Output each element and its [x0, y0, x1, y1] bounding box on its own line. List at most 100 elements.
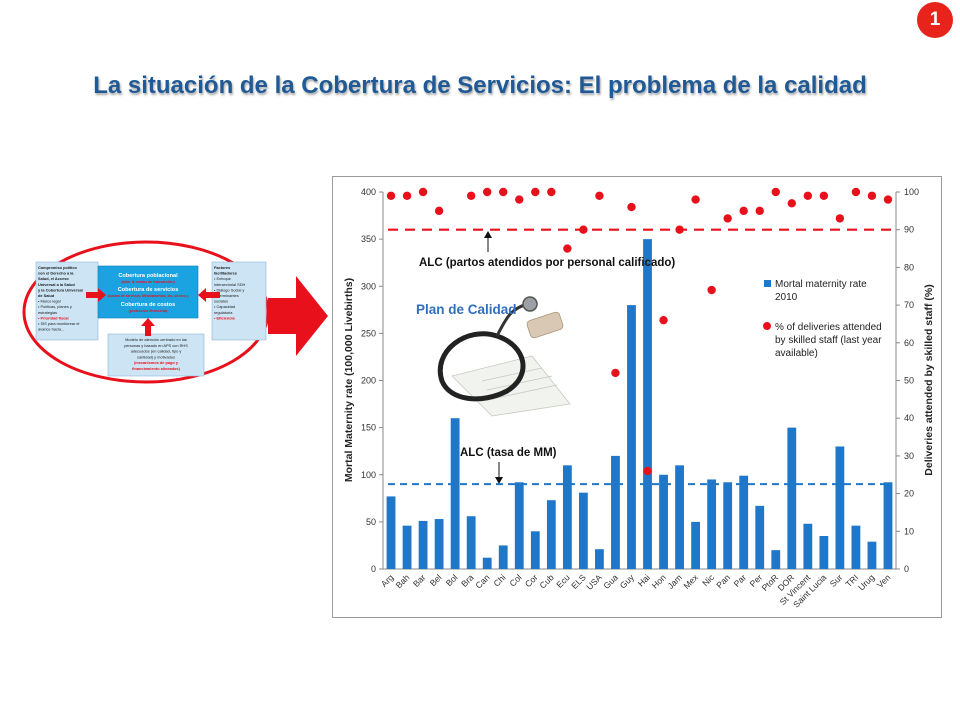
diagram-center-box [97, 265, 199, 319]
left-box-line: Universal a la Salud [38, 282, 75, 287]
dot-Sur [835, 214, 845, 223]
dot-PtoR [771, 187, 780, 197]
dot-DOR [787, 199, 796, 208]
y2-tick-label: 90 [904, 225, 914, 235]
legend-bar-label-1: Mortal maternity rate [775, 279, 867, 290]
dot-series [386, 187, 893, 476]
bar-series [386, 239, 893, 569]
y2-axis-label: Deliveries attended by skilled staff (%) [923, 284, 935, 475]
left-box-line: avance hacia... [38, 327, 64, 332]
y2-tick-label: 60 [904, 338, 914, 348]
diagram-center-line1-sub: (adm. & costos de transacción) [121, 280, 175, 284]
bar-ELS [578, 492, 588, 569]
y-tick-label: 350 [361, 234, 376, 244]
bar-TRI [851, 525, 861, 569]
dot-Cor [531, 187, 540, 197]
ref-label-deliveries: ALC (partos atendidos por personal calif… [419, 257, 675, 269]
left-box-line: Compromiso político [38, 265, 78, 270]
diagram-bottom-box [107, 333, 205, 377]
left-box-line: • Marco legal [38, 299, 61, 304]
bar-Chi [498, 545, 508, 569]
left-box-line: con el Derecho a la [38, 271, 74, 276]
right-box-line: determinantes [214, 293, 239, 298]
left-box-line: • Prioridad fiscal [38, 315, 69, 320]
diagram-arrow-up [141, 318, 155, 336]
legend-dot-label-2: by skilled staff (last year [775, 335, 882, 346]
dot-Saint Lucia [819, 191, 829, 200]
bar-USA [595, 549, 604, 569]
y2-tick-label: 70 [904, 300, 914, 310]
left-box-line: estrategias [38, 310, 57, 315]
ref-annotation-arrowhead-top [484, 231, 492, 238]
left-box-line: • SIS para monitorear el [38, 321, 80, 326]
bar-Nic [707, 479, 717, 569]
bar-Ecu [562, 465, 572, 569]
y2-tick-label: 0 [904, 564, 909, 574]
y-tick-label: 250 [361, 328, 376, 338]
bar-Pan [723, 482, 733, 569]
left-box-line: • Políticas, planes y [38, 304, 72, 309]
bar-Can [482, 557, 492, 569]
bar-Bah [402, 525, 412, 569]
bar-Par [739, 475, 749, 569]
dot-Par [739, 206, 748, 216]
dot-Hon [659, 315, 668, 325]
dot-Guy [627, 202, 636, 212]
left-box-line: y la Cobertura Universal [38, 287, 83, 292]
slide-title: La situación de la Cobertura de Servicio… [93, 72, 867, 99]
big-red-arrow-icon [268, 276, 328, 356]
right-box-line: • Eficiencia [214, 315, 235, 320]
dot-Mex [691, 195, 700, 204]
dot-ELS [579, 225, 588, 234]
diagram-arrow-right [86, 288, 106, 302]
right-box-line: • Enfoque [214, 276, 231, 281]
y2-tick-label: 100 [904, 187, 919, 197]
left-box-line: de Salud [38, 293, 55, 298]
y-tick-label: 100 [361, 470, 376, 480]
dot-Bra [466, 191, 476, 200]
diagram-center-line3-sub: (protección financiera) [129, 309, 169, 313]
right-box-line: Factores [214, 265, 230, 270]
dot-Col [515, 195, 524, 204]
y2-tick-label: 20 [904, 489, 914, 499]
y-tick-label: 300 [361, 281, 376, 291]
legend-bar-label-2: 2010 [775, 292, 798, 303]
bar-Ven [883, 482, 893, 569]
y-tick-label: 400 [361, 187, 376, 197]
y2-tick-label: 30 [904, 451, 914, 461]
diagram-arrow-left [198, 288, 220, 302]
bottom-box-line: financiamiento alineados) [132, 366, 180, 371]
inset-stethoscope-head [522, 296, 538, 312]
bottom-box-line: personas y basado en APS con RHS [124, 343, 188, 348]
right-box-line: sociales [214, 299, 228, 304]
dot-USA [595, 191, 604, 200]
dot-Can [483, 187, 492, 197]
bar-Cub [546, 500, 556, 569]
dot-St Vincent [803, 191, 813, 200]
legend-dot-swatch [763, 322, 771, 330]
y-tick-label: 50 [366, 517, 376, 527]
bar-PtoR [771, 550, 781, 569]
bar-Hai [643, 239, 652, 569]
dot-TRI [851, 187, 861, 197]
diagram-center-line3: Cobertura de costos [121, 302, 175, 308]
inset-stethoscope-tube [437, 331, 526, 402]
plan-de-calidad-inset: Plan de Calidad [408, 294, 573, 417]
bar-Cor [530, 531, 540, 569]
dot-Urug [867, 191, 877, 200]
y2-tick-label: 50 [904, 376, 914, 386]
diagram-center-line1: Cobertura poblacional [118, 273, 178, 279]
bar-Jam [675, 465, 684, 569]
y2-tick-label: 10 [904, 526, 914, 536]
bar-Hon [659, 474, 668, 569]
right-box-line: • Capacidad [214, 304, 235, 309]
dot-Jam [675, 225, 684, 234]
bar-DOR [787, 427, 797, 569]
inset-label: Plan de Calidad [416, 302, 517, 317]
bar-Guy [627, 305, 636, 569]
right-box-line: • Diálogo Social y [214, 287, 244, 292]
